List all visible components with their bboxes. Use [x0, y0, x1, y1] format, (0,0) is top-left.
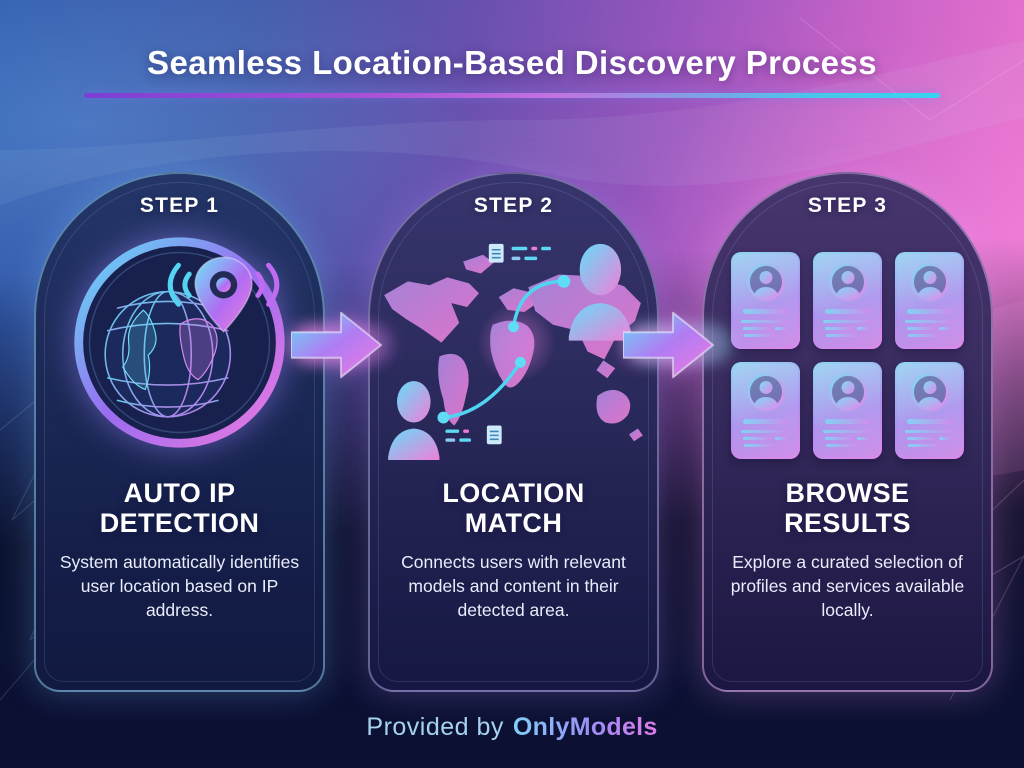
step-2-heading: LOCATION MATCH	[370, 478, 657, 538]
avatar-icon	[828, 372, 868, 412]
step-1-description: System automatically identifies user loc…	[59, 552, 300, 621]
footer-brand: OnlyModels	[512, 713, 658, 741]
step-2-description: Connects users with relevant models and …	[401, 552, 626, 621]
data-dashes	[445, 246, 552, 442]
footer-prefix: Provided by	[366, 713, 504, 741]
profile-card	[731, 362, 800, 459]
avatar-icon	[910, 262, 950, 302]
step-1-heading-line2: DETECTION	[99, 508, 260, 539]
user-silhouette-bottom	[388, 381, 440, 461]
avatar-icon	[910, 372, 950, 412]
globe-continent-americas	[122, 309, 157, 391]
globe-continent-africa	[179, 318, 218, 381]
document-icon-bottom	[486, 425, 502, 445]
footer: Provided by OnlyModels	[0, 713, 1024, 742]
step-3-heading-line1: BROWSE	[785, 478, 910, 508]
profile-cards-grid-icon	[731, 252, 964, 459]
signal-waves-icon	[167, 262, 280, 307]
avatar-icon	[746, 262, 786, 302]
step-2-label: STEP 2	[473, 194, 554, 217]
world-map-user-connections-icon	[384, 243, 643, 461]
arrow-right-icon	[291, 311, 383, 379]
step-panel-2: STEP 2	[368, 172, 659, 692]
profile-card	[895, 252, 964, 349]
page-title: Seamless Location-Based Discovery Proces…	[147, 44, 877, 81]
step-1-heading: AUTO IP DETECTION	[36, 478, 323, 538]
profile-card	[731, 252, 800, 349]
avatar-icon	[746, 372, 786, 412]
step-1-heading-line1: AUTO IP	[123, 478, 236, 508]
title-underline	[84, 93, 940, 98]
profile-card	[813, 362, 882, 459]
step-3-heading-line2: RESULTS	[784, 508, 911, 539]
avatar-icon	[828, 262, 868, 302]
profile-card	[895, 362, 964, 459]
connection-dots	[437, 274, 571, 424]
arrow-right-icon	[623, 311, 715, 379]
document-icon-top	[488, 243, 504, 263]
step-3-label: STEP 3	[807, 194, 888, 217]
step-1-label: STEP 1	[139, 194, 220, 217]
step-panel-3: STEP 3	[702, 172, 993, 692]
location-pin-icon	[194, 256, 253, 333]
connection-lines	[441, 279, 566, 420]
world-map-silhouette	[384, 254, 643, 442]
step-2-heading-line1: LOCATION	[442, 478, 585, 508]
profile-card	[813, 252, 882, 349]
step-panel-1: STEP 1	[34, 172, 325, 692]
step-2-heading-line2: MATCH	[464, 508, 563, 539]
globe-location-pin-icon	[74, 237, 285, 448]
step-3-description: Explore a curated selection of profiles …	[730, 552, 965, 621]
step-3-heading: BROWSE RESULTS	[704, 478, 991, 538]
